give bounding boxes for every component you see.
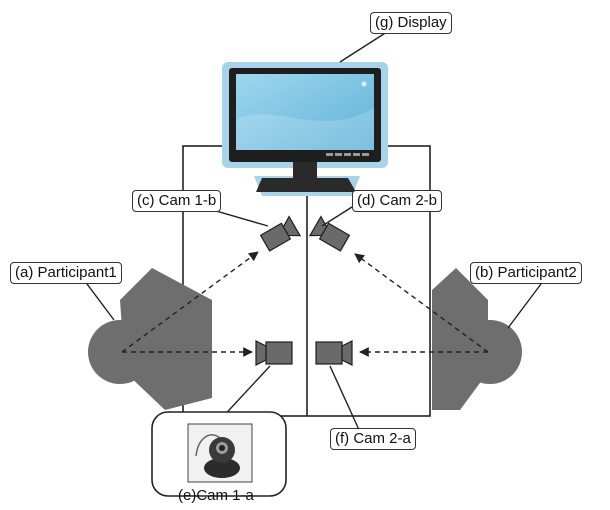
cam-2b-label: (d) Cam 2-b [352,190,443,212]
cam-1b-icon [259,215,302,252]
display-label: (g) Display [370,12,452,34]
cam-2b-icon [308,215,351,252]
display-monitor-icon [222,62,388,196]
cam-1a-icon [255,340,293,366]
cam-2a-icon [315,340,353,366]
cam-2a-label: (f) Cam 2-a [330,428,416,450]
participant1-label: (a) Participant1 [10,262,122,284]
participant2-figure [432,268,522,410]
gaze-arrows [121,251,489,357]
cam-1a-label: (e)Cam 1-a [178,487,254,504]
cam-1a-callout [151,411,287,497]
cam-1b-label: (c) Cam 1-b [132,190,222,212]
participant2-label: (b) Participant2 [470,262,582,284]
participant1-figure [88,268,212,410]
